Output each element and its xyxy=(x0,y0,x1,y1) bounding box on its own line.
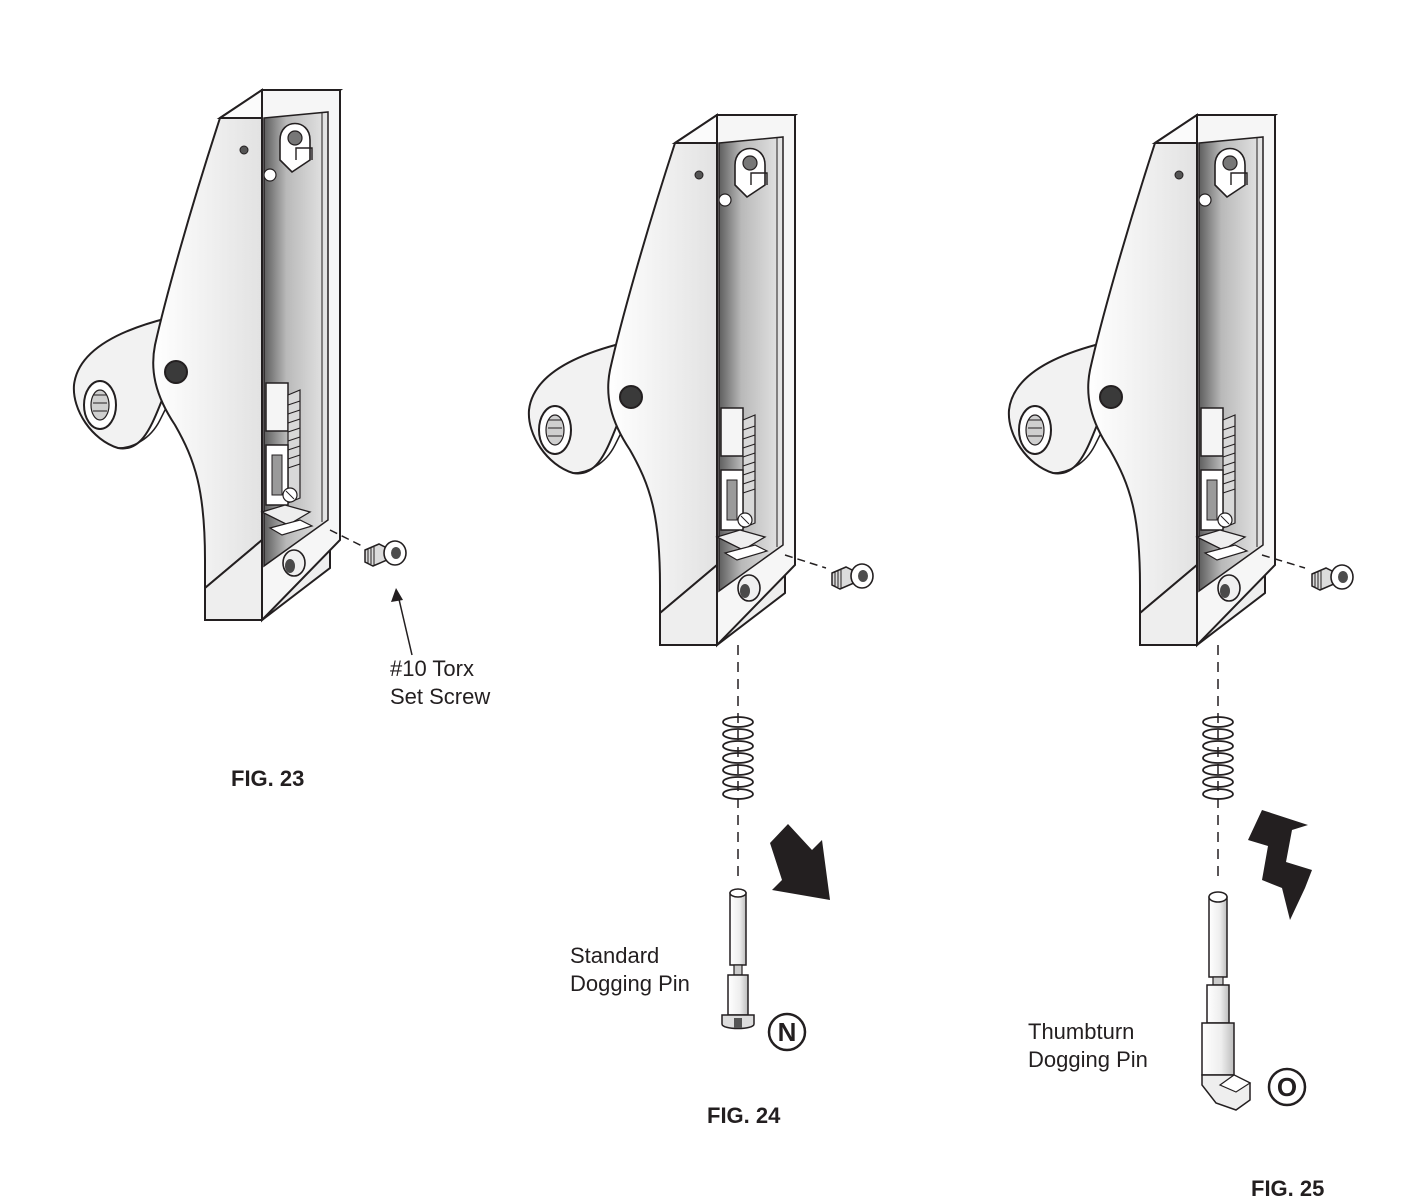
thumbturn-dogging-pin xyxy=(1201,891,1252,1111)
arrow-up-icon xyxy=(1248,810,1312,920)
badge-letter: O xyxy=(1277,1072,1297,1102)
dogging-spring xyxy=(722,716,754,800)
callout-badge-n xyxy=(767,1012,807,1052)
figure-label-25: FIG. 25 xyxy=(1251,1176,1324,1201)
figure-label-24: FIG. 24 xyxy=(707,1103,781,1128)
figure-label-23: FIG. 23 xyxy=(231,766,304,791)
pin-label-line-2: Dogging Pin xyxy=(570,971,690,996)
trim-housing-fig23 xyxy=(72,89,342,621)
screw-axis-line xyxy=(329,529,363,547)
callout-badge-o xyxy=(1267,1067,1307,1107)
dogging-spring-fig25 xyxy=(1202,716,1234,800)
pin-label-line-1: Standard xyxy=(570,943,659,968)
callout-line-1: #10 Torx xyxy=(390,656,474,681)
trim-housing-fig24 xyxy=(527,114,796,646)
standard-dogging-pin xyxy=(721,888,755,1030)
torx-set-screw-fig25 xyxy=(1311,564,1354,591)
torx-set-screw xyxy=(364,540,407,567)
trim-housing-fig25 xyxy=(1007,114,1276,646)
figure-24: Standard Dogging Pin N FIG. 24 xyxy=(527,114,874,1128)
figure-23: #10 Torx Set Screw FIG. 23 xyxy=(72,89,490,791)
callout-line-2: Set Screw xyxy=(390,684,490,709)
arrow-down-icon xyxy=(770,824,830,900)
callout-leader xyxy=(397,594,413,656)
torx-set-screw-fig24 xyxy=(831,563,874,590)
figure-25: Thumbturn Dogging Pin O FIG. 25 xyxy=(1007,114,1354,1201)
badge-letter: N xyxy=(778,1017,797,1047)
pin-label-line-1: Thumbturn xyxy=(1028,1019,1134,1044)
pin-label-line-2: Dogging Pin xyxy=(1028,1047,1148,1072)
